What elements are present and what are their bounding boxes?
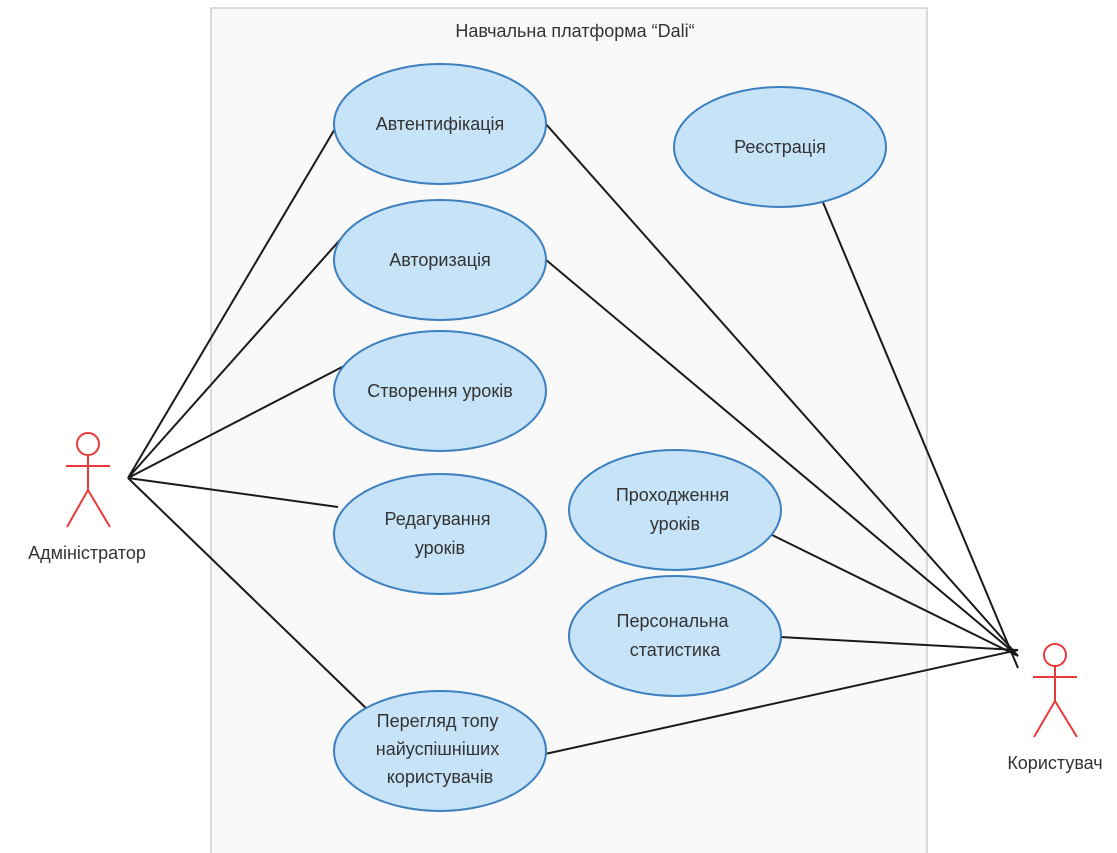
usecase-authorization[interactable]: Авторизація (333, 199, 547, 321)
assoc-admin-create-lessons (127, 365, 345, 479)
assoc-admin-top-users (127, 477, 371, 713)
usecase-label-line: Створення уроків (367, 381, 513, 401)
usecase-label-line: уроків (415, 538, 465, 558)
usecase-take-lessons[interactable]: Проходження уроків (568, 449, 782, 571)
usecase-registration[interactable]: Реєстрація (673, 86, 887, 208)
usecase-ellipse (568, 575, 782, 697)
actor-left-leg (66, 489, 89, 528)
assoc-user-top-users (544, 649, 1019, 755)
usecase-label: Створення уроків (367, 381, 513, 401)
usecase-authentication[interactable]: Автентифікація (333, 63, 547, 185)
system-title: Навчальна платформа “Dali“ (455, 21, 694, 41)
actor-right-leg (1054, 700, 1078, 738)
actor-icon (66, 432, 111, 528)
assoc-admin-authorization (127, 231, 348, 479)
actor-label: Адміністратор (28, 543, 146, 563)
assoc-user-authorization (544, 258, 1019, 657)
usecase-label-line: найуспішніших (376, 739, 499, 759)
usecase-edit-lessons[interactable]: Редагування уроків (333, 473, 547, 595)
usecase-ellipse (333, 63, 547, 185)
usecase-label: Редагування уроків (385, 509, 496, 558)
usecase-ellipse (333, 690, 547, 812)
usecase-label: Проходження уроків (616, 485, 734, 534)
assoc-user-personal-stats (779, 636, 1019, 651)
assoc-user-authentication (544, 122, 1019, 657)
assoc-admin-authentication (127, 126, 337, 479)
actor-right-leg (87, 489, 111, 528)
usecase-personal-stats[interactable]: Персональна статистика (568, 575, 782, 697)
usecase-ellipse (333, 473, 547, 595)
usecase-label: Персональна статистика (617, 611, 734, 660)
assoc-user-registration (821, 199, 1019, 669)
actor-user[interactable]: Користувач (1007, 643, 1103, 773)
usecase-label-line: Редагування (385, 509, 491, 529)
usecase-ellipse (333, 330, 547, 452)
usecase-label-line: Персональна (617, 611, 730, 631)
assoc-user-take-lessons (767, 532, 1019, 657)
usecase-top-users[interactable]: Перегляд топу найуспішніших користувачів (333, 690, 547, 812)
usecase-ellipse (333, 199, 547, 321)
usecase-label: Автентифікація (376, 114, 505, 134)
usecase-create-lessons[interactable]: Створення уроків (333, 330, 547, 452)
usecase-label-line: Проходження (616, 485, 729, 505)
actor-label: Користувач (1007, 753, 1102, 773)
usecase-ellipse (568, 449, 782, 571)
actor-admin[interactable]: Адміністратор (28, 432, 146, 563)
usecase-label-line: Реєстрація (734, 137, 826, 157)
usecase-label-line: Авторизація (389, 250, 491, 270)
usecase-label-line: Перегляд топу (377, 711, 499, 731)
actor-head (1043, 643, 1067, 667)
usecase-label-line: Автентифікація (376, 114, 505, 134)
actor-head (76, 432, 100, 456)
usecase-label-line: статистика (630, 640, 722, 660)
usecase-label: Авторизація (389, 250, 491, 270)
actor-left-leg (1033, 700, 1056, 738)
usecase-label: Перегляд топу найуспішніших користувачів (376, 711, 504, 787)
usecase-label: Реєстрація (734, 137, 826, 157)
actor-icon (1033, 643, 1078, 738)
usecase-label-line: користувачів (387, 767, 494, 787)
admin-associations (127, 126, 371, 713)
assoc-admin-edit-lessons (127, 477, 339, 508)
usecase-label-line: уроків (650, 514, 700, 534)
user-associations (544, 122, 1019, 755)
usecase-ellipse (673, 86, 887, 208)
